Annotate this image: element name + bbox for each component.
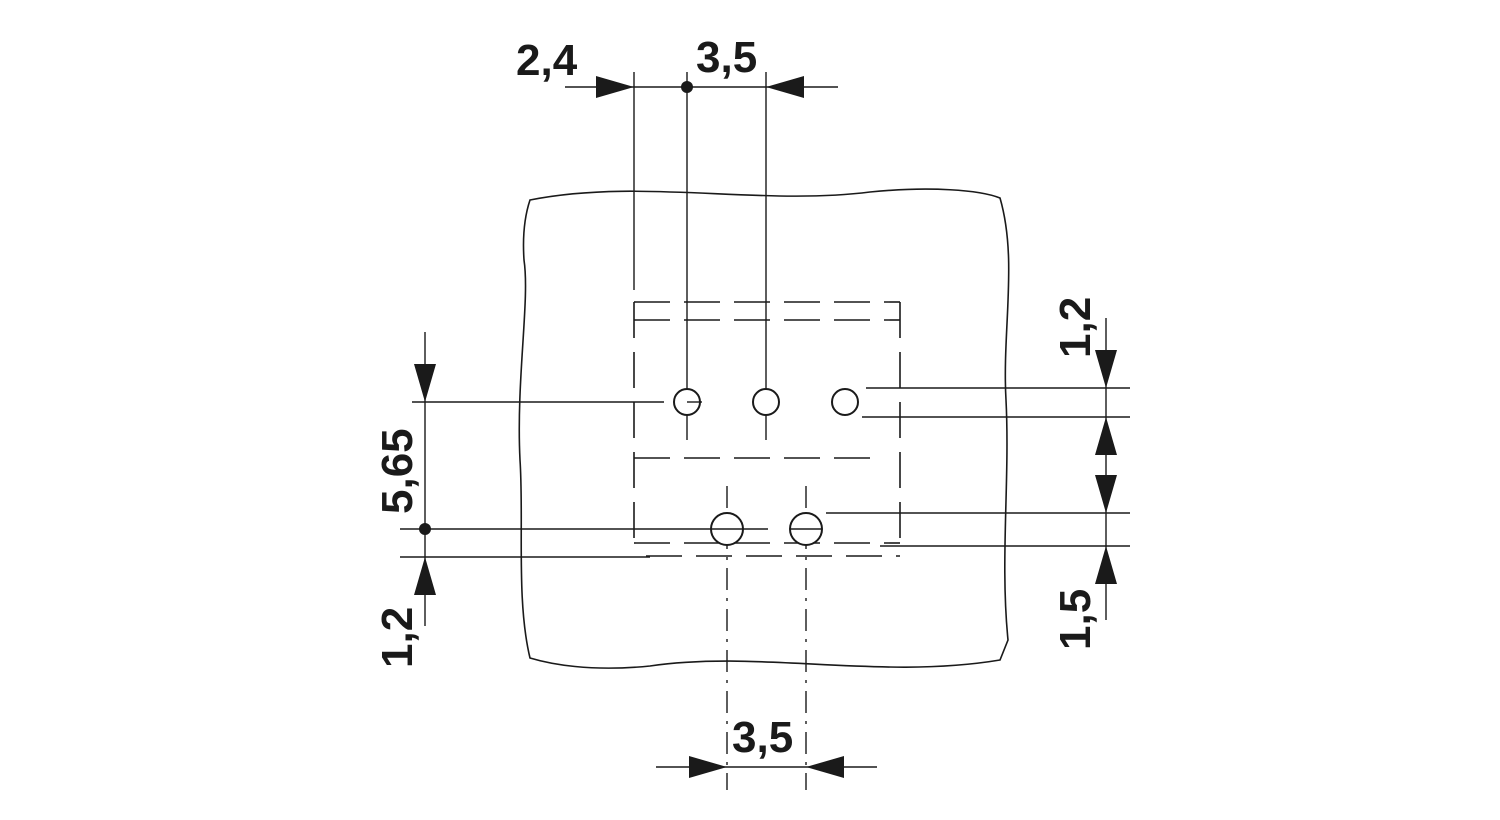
dim-top-left-offset: 2,4 — [516, 36, 578, 85]
pcb-outline — [518, 188, 1010, 669]
connector-footprint — [633, 301, 901, 557]
dim-right-top-offset: 1,2 — [1051, 297, 1100, 358]
dim-right-bottom-offset: 1,5 — [1051, 589, 1100, 650]
upper-hole-2 — [752, 388, 780, 416]
top-dimension — [565, 76, 838, 98]
right-dimension — [1095, 318, 1117, 620]
extension-lines — [400, 72, 1130, 558]
upper-hole-3 — [831, 388, 859, 416]
bottom-dimension — [656, 756, 877, 778]
dim-left-row-spacing: 5,65 — [373, 428, 422, 514]
dim-top-pitch: 3,5 — [696, 33, 757, 82]
left-dimension — [414, 332, 436, 626]
dim-bottom-pitch: 3,5 — [732, 713, 793, 762]
dim-left-bottom-offset: 1,2 — [373, 607, 422, 668]
